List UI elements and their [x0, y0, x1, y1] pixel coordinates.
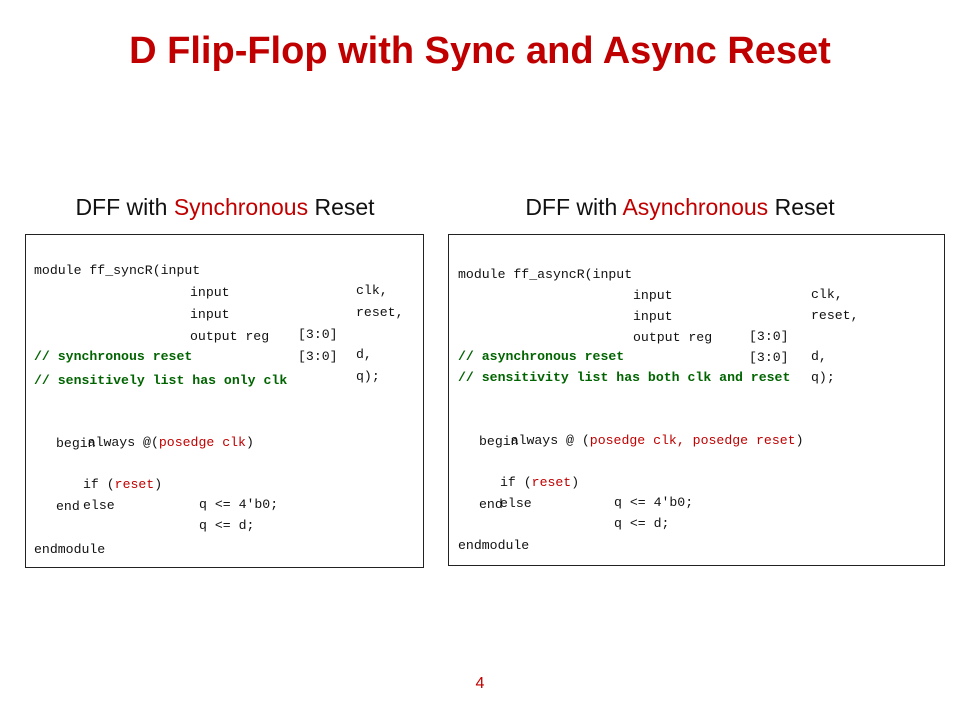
heading-accent: Asynchronous: [622, 194, 769, 220]
async-reset-code-box: module ff_asyncR(input clk, input reset,…: [448, 234, 945, 566]
heading-prefix: DFF with: [75, 194, 174, 220]
code-token: q <= d;: [614, 516, 670, 531]
code-comment: // synchronous reset: [34, 349, 193, 364]
code-token: d,: [356, 347, 372, 362]
code-token: q);: [356, 369, 380, 384]
code-token: ): [795, 433, 804, 448]
code-token: output reg: [633, 330, 713, 345]
code-token: [3:0]: [749, 350, 789, 365]
heading-suffix: Reset: [308, 194, 375, 220]
code-line-begin: begin: [56, 436, 96, 451]
code-token: clk,: [356, 283, 388, 298]
code-token: reset: [114, 477, 155, 492]
code-line-port: input reset,: [26, 263, 403, 320]
sync-reset-code-box: module ff_syncR(input clk, input reset, …: [25, 234, 424, 568]
code-line-module: module ff_asyncR(input clk,: [449, 245, 843, 302]
code-line-port: input [3:0] d,: [26, 285, 372, 362]
code-token: else: [500, 496, 532, 511]
code-token: if (: [500, 475, 532, 490]
sync-reset-heading: DFF with Synchronous Reset: [15, 192, 435, 222]
heading-suffix: Reset: [768, 194, 835, 220]
code-token: [3:0]: [298, 349, 338, 364]
code-token: q <= 4'b0;: [199, 497, 279, 512]
code-token: input: [633, 309, 673, 324]
code-line-always: always @ (posedge clk, posedge reset): [479, 411, 804, 448]
code-line-always: always @(posedge clk): [56, 413, 254, 450]
code-token: ): [154, 477, 163, 492]
code-line-endmodule: endmodule: [458, 538, 530, 553]
code-token: module ff_asyncR(input: [458, 267, 633, 282]
code-token: reset: [531, 475, 572, 490]
code-token: q <= d;: [199, 518, 255, 533]
code-token: posedge clk: [158, 435, 246, 450]
code-comment: // sensitivity list has both clk and res…: [458, 370, 791, 385]
code-line-endmodule: endmodule: [34, 542, 106, 557]
code-token: q);: [811, 370, 835, 385]
code-token: q <= 4'b0;: [614, 495, 694, 510]
code-line-end: end: [479, 497, 503, 512]
code-line-module: module ff_syncR(input clk,: [26, 241, 388, 298]
code-token: always @ (: [510, 433, 590, 448]
code-token: input: [633, 288, 673, 303]
page-number: 4: [475, 675, 485, 692]
code-line-else: else q <= d;: [26, 476, 254, 533]
code-token: ): [245, 435, 254, 450]
code-line-end: end: [56, 499, 80, 514]
slide-title: D Flip-Flop with Sync and Async Reset: [129, 30, 831, 72]
code-line-port: input reset,: [449, 266, 858, 323]
code-comment: // asynchronous reset: [458, 349, 625, 364]
code-token: reset,: [811, 308, 859, 323]
code-token: clk,: [811, 287, 843, 302]
code-line-port: output reg [3:0] q);: [26, 307, 380, 384]
code-token: [3:0]: [298, 327, 338, 342]
code-line-port: output reg [3:0] q);: [449, 308, 835, 385]
code-token: module ff_syncR(input: [34, 263, 201, 278]
code-line-port: input [3:0] d,: [449, 287, 827, 364]
heading-prefix: DFF with: [525, 194, 623, 220]
code-line-else: else q <= d;: [449, 474, 669, 531]
code-line-begin: begin: [479, 434, 519, 449]
code-comment: // sensitively list has only clk: [34, 373, 288, 388]
code-token: ): [571, 475, 580, 490]
code-token: if (reset): [83, 475, 162, 495]
code-token: output reg: [190, 329, 270, 344]
async-reset-heading: DFF with Asynchronous Reset: [470, 192, 890, 222]
code-token: if (reset): [500, 473, 579, 493]
code-token: d,: [811, 349, 827, 364]
code-token: else: [83, 498, 115, 513]
code-token: input: [190, 307, 230, 322]
code-token: always @(: [87, 435, 159, 450]
code-token: reset,: [356, 305, 404, 320]
heading-accent: Synchronous: [173, 194, 309, 220]
code-line-if: if (reset) q <= 4'b0;: [26, 455, 278, 512]
code-token: posedge clk, posedge reset: [589, 433, 796, 448]
code-token: [3:0]: [749, 329, 789, 344]
code-line-if: if (reset) q <= 4'b0;: [449, 453, 693, 510]
code-token: if (: [83, 477, 115, 492]
code-token: input: [190, 285, 230, 300]
